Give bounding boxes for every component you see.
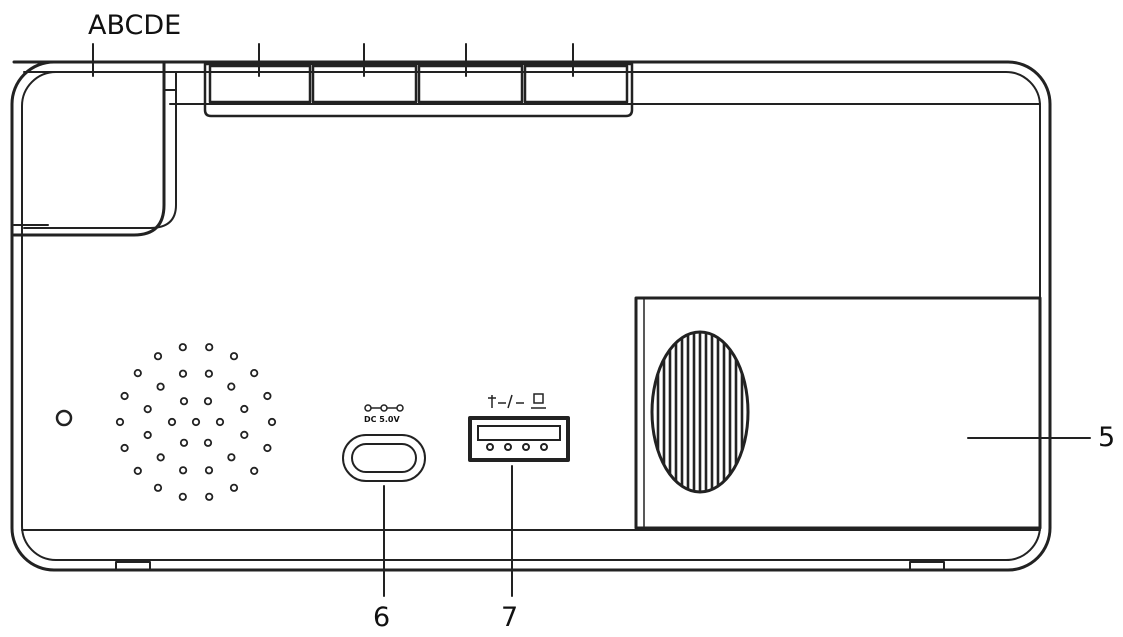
top-button-3 <box>417 64 524 104</box>
top-left-bracket <box>12 60 166 237</box>
speaker-hole <box>153 352 163 361</box>
speaker-hole <box>215 417 225 427</box>
speaker-hole <box>204 466 214 475</box>
speaker-hole <box>240 404 249 414</box>
speaker-hole <box>133 466 142 475</box>
callout-top-group: ABCDE <box>88 10 182 41</box>
speaker-hole <box>229 352 239 361</box>
speaker-hole <box>191 417 201 427</box>
speaker-hole <box>156 382 165 391</box>
speaker-hole <box>250 368 259 378</box>
top-left-bracket-inner <box>23 71 177 229</box>
speaker-hole <box>204 369 213 378</box>
usb-tongue <box>477 425 561 441</box>
speaker-hole <box>143 404 152 414</box>
door-vent <box>650 330 750 494</box>
top-button-4 <box>523 64 629 104</box>
dc-rating-label: DC 5.0V <box>364 415 400 424</box>
speaker-hole <box>178 369 188 378</box>
callout-door: 5 <box>1098 422 1116 453</box>
speaker-hole <box>153 483 163 492</box>
buttons-housing <box>203 62 634 118</box>
speaker-hole <box>203 397 213 406</box>
callout-usb-port: 7 <box>501 602 519 633</box>
speaker-hole <box>263 391 272 401</box>
speaker-hole <box>179 466 188 475</box>
speaker-hole <box>179 438 189 447</box>
speaker-hole <box>203 438 213 447</box>
speaker-hole <box>120 391 129 401</box>
foot-left <box>115 561 151 571</box>
dc-port-outer <box>342 434 426 482</box>
foot-right <box>909 561 945 571</box>
housing-inner <box>21 71 1041 561</box>
speaker-hole <box>227 382 236 391</box>
dc-polarity-icon <box>364 404 404 412</box>
speaker-hole <box>115 417 125 427</box>
speaker-hole <box>178 492 187 501</box>
speaker-hole <box>178 343 187 352</box>
speaker-hole <box>156 453 165 462</box>
usb-port-outer <box>468 416 570 462</box>
speaker-hole <box>167 417 177 427</box>
speaker-hole <box>205 343 214 352</box>
speaker-hole <box>263 443 272 453</box>
usb-symbol-icon <box>488 393 546 409</box>
speaker-hole <box>120 443 129 453</box>
speaker-hole <box>227 453 236 462</box>
callout-dc-port: 6 <box>373 602 391 633</box>
speaker-hole <box>267 417 277 427</box>
speaker-hole <box>133 368 142 378</box>
dc-port-inner <box>351 443 417 473</box>
speaker-hole <box>179 397 189 406</box>
speaker-hole <box>143 430 152 440</box>
speaker-hole <box>240 430 249 439</box>
speaker-hole <box>229 483 239 492</box>
housing-outer <box>10 60 1052 572</box>
speaker-hole <box>250 466 259 475</box>
speaker-hole <box>205 492 214 501</box>
side-knob <box>55 409 73 427</box>
speaker-grille <box>115 343 277 501</box>
usb-contacts <box>486 443 548 451</box>
